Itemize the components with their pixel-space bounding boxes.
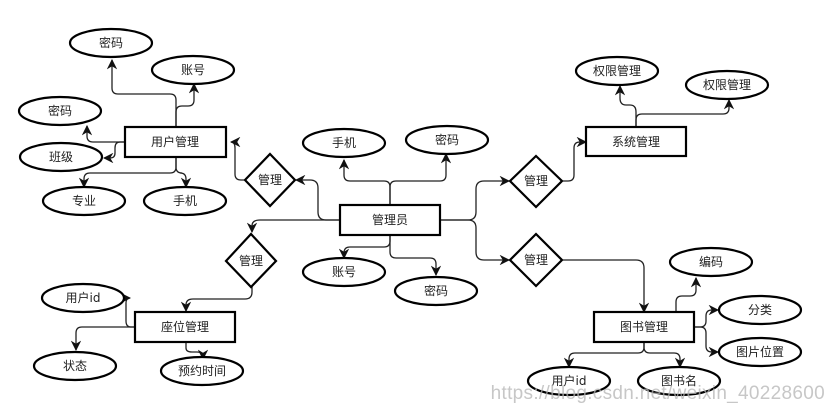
attr-sys-permission2-label: 权限管理 — [703, 77, 751, 92]
attr-book-code[interactable]: 编码 — [668, 246, 754, 278]
relationship-seat[interactable]: 管理 — [224, 232, 278, 289]
attr-admin-password-label: 密码 — [435, 132, 459, 147]
edge-book-image-location — [694, 326, 720, 358]
relationship-book-label: 管理 — [524, 252, 548, 267]
entity-user-mgmt[interactable]: 用户管理 — [123, 125, 228, 159]
edge-rel-book-entity — [563, 259, 650, 314]
edges — [70, 58, 735, 369]
edge-user-account — [175, 82, 200, 127]
edge-seat-time — [185, 342, 209, 361]
entity-seat-mgmt-label: 座位管理 — [161, 319, 209, 334]
edge-book-name — [643, 342, 686, 369]
attr-book-category[interactable]: 分类 — [717, 294, 803, 326]
attr-admin-account[interactable]: 账号 — [301, 256, 387, 288]
relationship-seat-label: 管理 — [239, 253, 263, 268]
attr-admin-phone[interactable]: 手机 — [301, 127, 387, 159]
attr-user-major[interactable]: 专业 — [41, 185, 127, 217]
attr-user-password[interactable]: 密码 — [17, 95, 103, 127]
edge-book-userid — [563, 342, 645, 369]
relationship-system[interactable]: 管理 — [508, 154, 564, 209]
edge-user-phone — [175, 157, 192, 189]
entity-admin-label: 管理员 — [372, 212, 408, 227]
relationship-system-label: 管理 — [524, 173, 548, 188]
attr-admin-account-label: 账号 — [332, 265, 356, 279]
entity-admin[interactable]: 管理员 — [338, 203, 442, 237]
attr-user-class-label: 班级 — [49, 150, 73, 164]
entity-system-mgmt-label: 系统管理 — [612, 134, 660, 149]
relationship-user[interactable]: 管理 — [243, 152, 297, 208]
attr-book-name[interactable]: 图书名 — [636, 365, 722, 397]
attr-seat-status[interactable]: 状态 — [32, 350, 118, 382]
entity-system-mgmt[interactable]: 系统管理 — [584, 125, 688, 158]
entity-book-mgmt[interactable]: 图书管理 — [592, 310, 696, 344]
attr-user-phone-label: 手机 — [173, 194, 197, 208]
attr-book-userid-label: 用户id — [552, 373, 587, 388]
edge-admin-phone — [338, 158, 391, 205]
attr-user-phone[interactable]: 手机 — [142, 185, 228, 217]
edge-admin-rel-user — [294, 174, 340, 221]
attr-seat-time[interactable]: 预约时间 — [159, 355, 245, 387]
edge-admin-rel-book — [440, 219, 511, 266]
edge-sys-permission2 — [635, 98, 735, 127]
attr-admin-phone-label: 手机 — [332, 136, 356, 150]
attr-sys-permission1[interactable]: 权限管理 — [574, 55, 660, 87]
edge-user-password — [81, 124, 125, 143]
edge-user-password-top — [106, 58, 177, 127]
attr-user-major-label: 专业 — [72, 193, 96, 208]
attr-book-image-location-label: 图片位置 — [736, 344, 784, 359]
relationship-book[interactable]: 管理 — [508, 232, 564, 288]
attr-admin-password[interactable]: 密码 — [404, 124, 490, 156]
attr-user-password-label: 密码 — [48, 103, 72, 118]
attr-admin-password2-label: 密码 — [424, 283, 448, 298]
edge-admin-rel-system — [440, 175, 511, 221]
attr-user-class[interactable]: 班级 — [18, 141, 104, 173]
edge-book-category — [694, 304, 720, 328]
attr-seat-status-label: 状态 — [63, 359, 87, 373]
attr-admin-password2[interactable]: 密码 — [393, 275, 479, 307]
attr-user-password-top[interactable]: 密码 — [68, 27, 154, 59]
attr-book-userid[interactable]: 用户id — [526, 365, 612, 397]
attr-sys-permission1-label: 权限管理 — [593, 63, 641, 78]
edge-rel-seat-entity — [180, 286, 253, 313]
attr-sys-permission2[interactable]: 权限管理 — [684, 69, 770, 101]
entity-user-mgmt-label: 用户管理 — [151, 134, 199, 149]
attr-book-name-label: 图书名 — [661, 373, 697, 388]
edge-admin-password — [389, 152, 452, 205]
attr-seat-userid[interactable]: 用户id — [40, 282, 126, 314]
attr-book-code-label: 编码 — [699, 254, 723, 269]
attr-book-category-label: 分类 — [748, 303, 772, 317]
attr-seat-time-label: 预约时间 — [178, 363, 226, 378]
edge-admin-password2 — [389, 235, 442, 277]
attr-user-account[interactable]: 账号 — [150, 54, 236, 86]
edge-sys-permission1 — [614, 84, 637, 127]
edge-seat-status — [70, 326, 135, 352]
attr-user-password-top-label: 密码 — [99, 35, 123, 50]
relationship-user-label: 管理 — [258, 172, 282, 187]
edge-user-class — [102, 141, 125, 164]
attr-seat-userid-label: 用户id — [66, 290, 101, 305]
edge-seat-userid — [120, 292, 135, 328]
attr-user-account-label: 账号 — [181, 63, 205, 77]
edge-rel-system-entity — [563, 136, 588, 182]
entity-seat-mgmt[interactable]: 座位管理 — [133, 310, 237, 344]
attr-book-image-location[interactable]: 图片位置 — [717, 336, 803, 368]
edge-admin-rel-seat — [246, 219, 340, 234]
edge-admin-account — [338, 235, 391, 260]
edge-rel-user-entity — [229, 136, 245, 181]
edge-book-code — [675, 276, 702, 312]
entity-book-mgmt-label: 图书管理 — [620, 319, 668, 334]
